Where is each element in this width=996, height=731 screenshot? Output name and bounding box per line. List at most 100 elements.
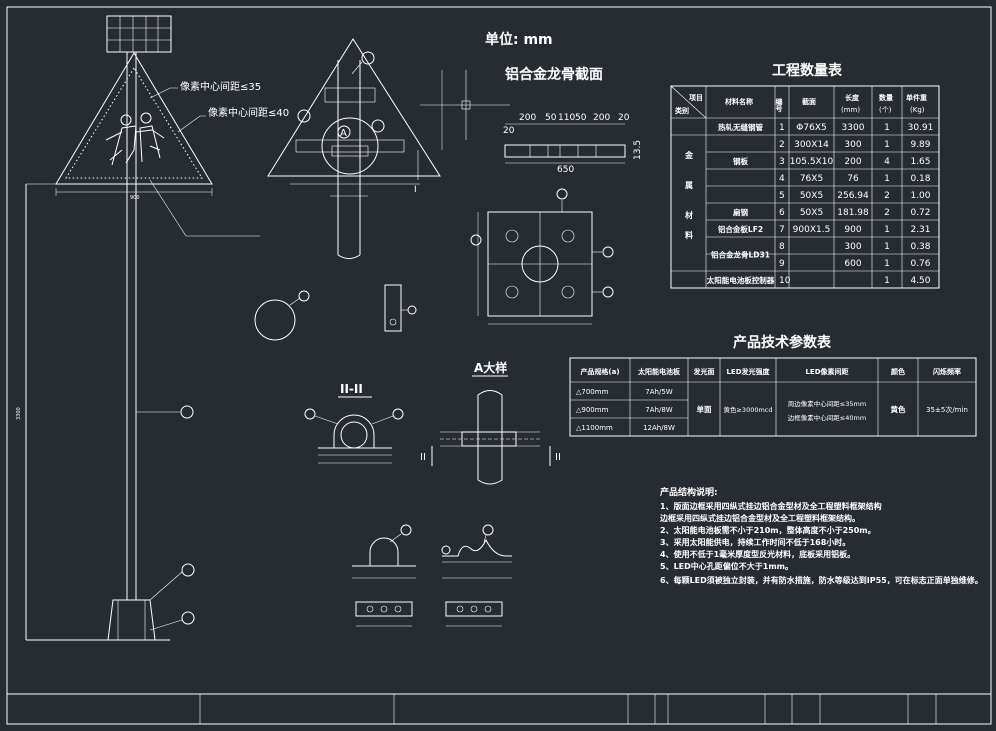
sign-triangle-inner (65, 67, 203, 179)
header-length-unit: (mm) (841, 106, 860, 114)
param-color: 黄色 (891, 404, 906, 414)
svg-text:0.18: 0.18 (910, 174, 930, 184)
param-pitch-2: 边框像素中心间距≤40mm (788, 413, 866, 422)
svg-text:9: 9 (779, 259, 785, 269)
svg-text:热轧无缝钢管: 热轧无缝钢管 (718, 122, 763, 132)
param-header: LED像素间距 (805, 367, 848, 376)
note-spacing-40: 像素中心间距≤40 (208, 106, 289, 119)
svg-text:1: 1 (779, 123, 785, 133)
svg-text:10: 10 (779, 276, 791, 286)
svg-text:4.50: 4.50 (910, 276, 930, 286)
param-header: 产品规格(a) (580, 367, 619, 376)
notes-line-2: 边框采用四纵式挂边铝合金型材及全工程塑料框架结构。 (659, 513, 860, 523)
svg-text:110: 110 (558, 113, 575, 123)
sign-elevation: 像素中心间距≤35 像素中心间距≤40 900 3300 (16, 15, 289, 641)
keel-dims-top: 200 50 110 50 200 20 (519, 113, 630, 123)
pole-height-dim: 3300 (16, 407, 22, 420)
svg-text:1: 1 (884, 242, 890, 252)
header-weight: 单件重 (906, 93, 927, 102)
svg-text:钢板: 钢板 (733, 156, 748, 166)
svg-text:2: 2 (779, 140, 785, 150)
view-ii-label: II-II (340, 382, 363, 396)
clamp-details (352, 524, 512, 627)
notes-title: 产品结构说明: (660, 486, 718, 498)
svg-text:2.31: 2.31 (910, 225, 930, 235)
notes-line-6: 5、LED中心孔距偏位不大于1mm。 (660, 561, 793, 571)
title-block-cells (199, 694, 937, 724)
header-category: 类别 (675, 106, 689, 115)
svg-text:1: 1 (884, 123, 890, 133)
notes-line-3: 2、太阳能电池板需不小于210m，整体高度不小于250m。 (660, 525, 876, 535)
header-item: 项目 (689, 93, 703, 102)
notes-line-5: 4、使用不低于1毫米厚度型反光材料，底板采用铝板。 (660, 549, 855, 559)
header-length: 长度 (845, 93, 860, 102)
svg-text:3300: 3300 (842, 123, 865, 133)
svg-text:8: 8 (779, 242, 785, 252)
svg-text:6: 6 (779, 208, 785, 218)
svg-text:2: 2 (884, 208, 890, 218)
svg-text:太阳能电池板控制器: 太阳能电池板控制器 (707, 275, 775, 285)
drawing-border (6, 6, 992, 725)
svg-text:20: 20 (618, 113, 630, 123)
back-view: A I (267, 38, 443, 259)
svg-text:4: 4 (779, 174, 785, 184)
svg-text:256.94: 256.94 (837, 191, 869, 201)
svg-text:76: 76 (847, 174, 859, 184)
section-ii: II-II (304, 382, 404, 464)
header-material: 材料名称 (724, 97, 753, 106)
svg-text:△1100mm: △1100mm (576, 424, 613, 432)
svg-text:181.98: 181.98 (837, 208, 869, 218)
small-details (254, 284, 417, 341)
svg-text:200: 200 (593, 113, 610, 123)
svg-text:4: 4 (884, 157, 890, 167)
svg-text:300: 300 (844, 242, 861, 252)
param-header: 太阳能电池板 (638, 367, 681, 376)
header-no: 编号 (775, 97, 783, 113)
svg-text:0.38: 0.38 (910, 242, 930, 252)
svg-text:9.89: 9.89 (910, 140, 930, 150)
base-plate (470, 188, 614, 325)
svg-text:50: 50 (545, 113, 557, 123)
svg-text:1.65: 1.65 (910, 157, 930, 167)
param-intensity: 黄色≥3000mcd (723, 405, 772, 414)
svg-text:1: 1 (884, 259, 890, 269)
keel-dim-total: 650 (557, 165, 574, 175)
section-mark-ii-left: II (420, 452, 426, 463)
solar-panel (106, 15, 172, 53)
svg-text:1: 1 (884, 225, 890, 235)
category-char: 金 (684, 150, 694, 160)
svg-text:0.72: 0.72 (910, 208, 930, 218)
param-pitch-1: 周边像素中心间距≤35mm (788, 399, 866, 408)
svg-text:0.76: 0.76 (910, 259, 930, 269)
notes-line-7: 6、每颗LED须被独立封装，并有防水措施，防水等级达到IP55，可在标志正面单独… (660, 575, 983, 585)
svg-text:50X5: 50X5 (800, 191, 823, 201)
svg-text:扁钢: 扁钢 (733, 207, 748, 217)
keel-section: 铝合金龙骨截面 200 50 110 50 200 20 20 13.5 650 (420, 66, 643, 175)
svg-text:300: 300 (844, 140, 861, 150)
quantities-table-title: 工程数量表 (772, 62, 843, 79)
param-header: 闪烁频率 (933, 367, 961, 376)
keel-dim-left: 20 (503, 126, 515, 136)
svg-text:7Ah/8W: 7Ah/8W (645, 406, 672, 414)
param-header: 颜色 (891, 367, 905, 376)
detail-a: A大样 II II (420, 360, 561, 485)
pole-base (107, 599, 156, 641)
category-char: 属 (685, 181, 693, 190)
header-qty: 数量 (879, 93, 893, 102)
header-weight-unit: (Kg) (910, 106, 925, 114)
svg-text:12Ah/8W: 12Ah/8W (643, 424, 675, 432)
notes-line-4: 3、采用太阳能供电，持续工作时间不低于168小时。 (660, 537, 850, 547)
header-spec: 截面 (802, 97, 816, 106)
svg-text:50X5: 50X5 (800, 208, 823, 218)
param-header: 发光面 (693, 367, 715, 376)
keel-dim-right: 13.5 (633, 140, 643, 160)
svg-text:7Ah/5W: 7Ah/5W (645, 388, 672, 396)
param-face: 单面 (697, 404, 712, 414)
svg-text:铝合金板LF2: 铝合金板LF2 (718, 224, 763, 234)
svg-text:30.91: 30.91 (908, 123, 934, 133)
